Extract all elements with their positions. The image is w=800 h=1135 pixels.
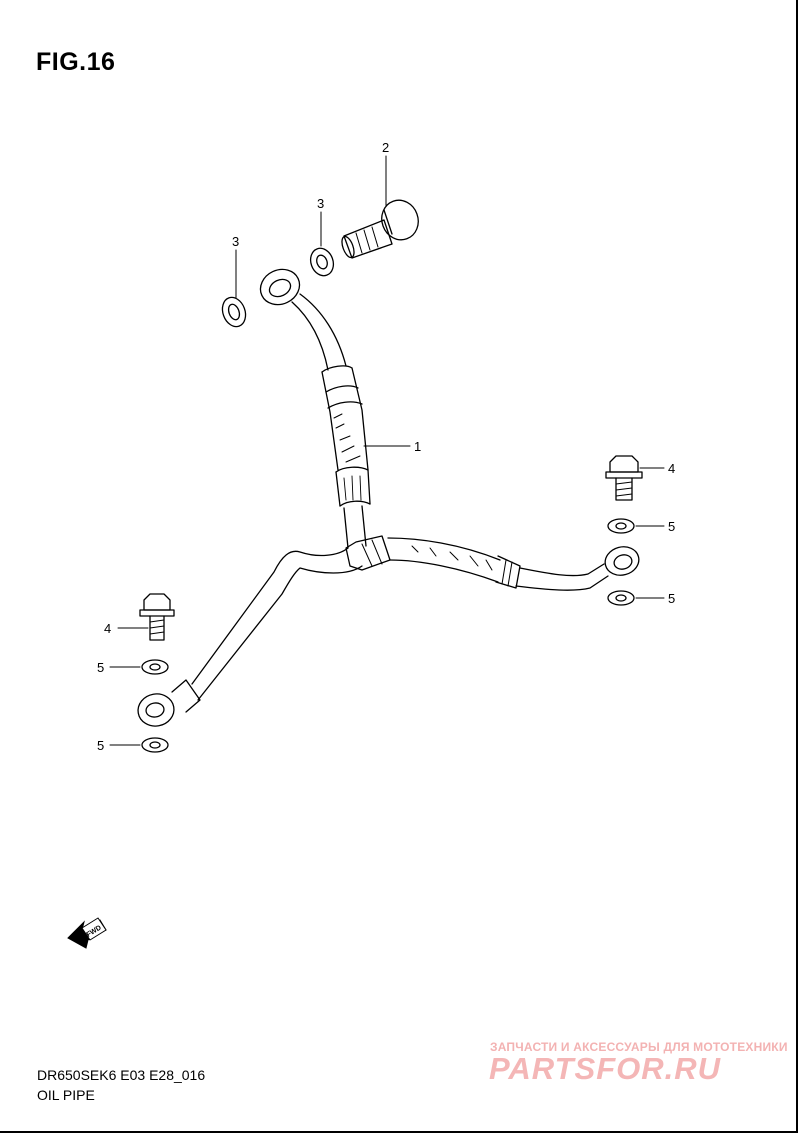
callout-5-right-a: 5 bbox=[668, 519, 675, 534]
callout-4-right: 4 bbox=[668, 461, 675, 476]
oil-pipe bbox=[137, 268, 640, 727]
callout-4-left: 4 bbox=[104, 621, 111, 636]
washer-left-a bbox=[141, 659, 169, 675]
callout-3-upper: 3 bbox=[317, 196, 324, 211]
washer-upper bbox=[309, 247, 335, 277]
watermark-logo: PARTSFOR.RU bbox=[489, 1051, 722, 1086]
callout-3-left: 3 bbox=[232, 234, 239, 249]
callout-5-left-a: 5 bbox=[97, 660, 104, 675]
washer-left bbox=[221, 296, 247, 328]
model-code: DR650SEK6 E03 E28_016 bbox=[37, 1067, 206, 1083]
callout-5-left-b: 5 bbox=[97, 738, 104, 753]
fwd-arrow-icon: FWD bbox=[67, 917, 107, 949]
callout-1: 1 bbox=[414, 439, 421, 454]
bolt-left bbox=[139, 593, 175, 641]
callout-2: 2 bbox=[382, 140, 389, 155]
callout-5-right-b: 5 bbox=[668, 591, 675, 606]
washer-left-b bbox=[141, 737, 169, 753]
figure-title: FIG.16 bbox=[36, 48, 116, 76]
bolt-right bbox=[605, 455, 643, 501]
washer-right-a bbox=[607, 518, 635, 534]
part-name: OIL PIPE bbox=[37, 1087, 95, 1103]
banjo-bolt bbox=[341, 199, 419, 259]
watermark-tagline: ЗАПЧАСТИ И АКСЕССУАРЫ ДЛЯ МОТОТЕХНИКИ bbox=[490, 1040, 788, 1054]
washer-right-b bbox=[607, 590, 635, 606]
